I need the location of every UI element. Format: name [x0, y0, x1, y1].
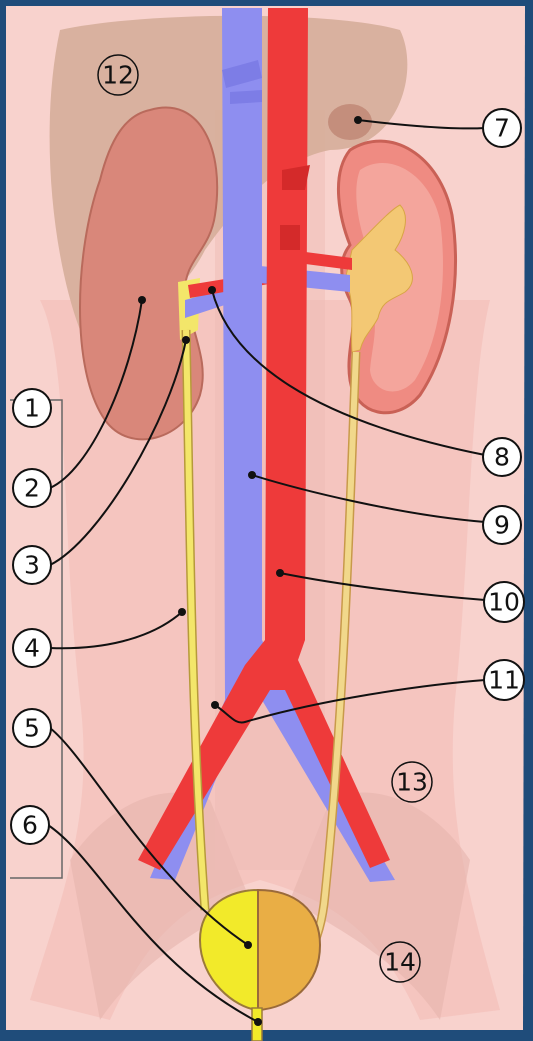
leader-dot-4 — [178, 608, 186, 616]
label-number: 3 — [24, 551, 40, 580]
leader-dot-9 — [248, 471, 256, 479]
label-7: 7 — [483, 109, 521, 147]
leader-dot-11 — [211, 701, 219, 709]
label-number: 6 — [22, 811, 38, 840]
leader-dot-3 — [182, 336, 190, 344]
label-13: 13 — [392, 762, 432, 802]
label-6: 6 — [11, 806, 49, 844]
label-number: 8 — [494, 443, 510, 472]
label-number: 14 — [384, 948, 416, 977]
adrenal-gland — [328, 104, 372, 140]
leader-dot-7 — [354, 116, 362, 124]
label-14: 14 — [380, 942, 420, 982]
label-number: 10 — [488, 588, 520, 617]
leader-dot-5 — [244, 941, 252, 949]
label-3: 3 — [13, 546, 51, 584]
label-12: 12 — [98, 55, 138, 95]
label-number: 12 — [102, 61, 134, 90]
label-8: 8 — [483, 438, 521, 476]
leader-dot-8 — [208, 286, 216, 294]
label-number: 11 — [488, 666, 520, 695]
label-number: 2 — [24, 474, 40, 503]
label-4: 4 — [13, 629, 51, 667]
label-9: 9 — [483, 506, 521, 544]
label-number: 7 — [494, 114, 510, 143]
leader-dot-10 — [276, 569, 284, 577]
label-number: 9 — [494, 511, 510, 540]
label-10: 10 — [484, 582, 524, 622]
label-number: 1 — [24, 394, 40, 423]
label-11: 11 — [484, 660, 524, 700]
leader-dot-6 — [254, 1018, 262, 1026]
label-number: 5 — [24, 714, 40, 743]
label-5: 5 — [13, 709, 51, 747]
label-number: 4 — [24, 634, 40, 663]
leader-dot-2 — [138, 296, 146, 304]
label-1: 1 — [13, 389, 51, 427]
label-2: 2 — [13, 469, 51, 507]
label-number: 13 — [396, 768, 428, 797]
